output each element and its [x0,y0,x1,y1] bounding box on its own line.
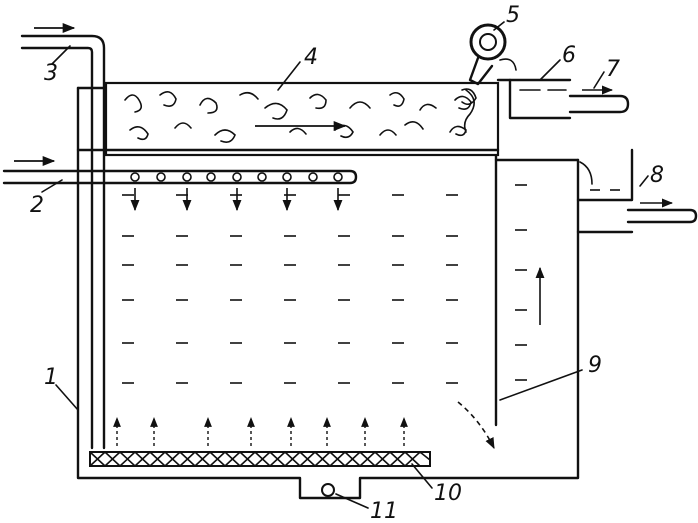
distribution-pipe-2 [2,155,358,212]
outlet-pipe-7 [568,85,630,114]
flow-arrows [457,266,545,450]
label-5: 5 [506,3,520,28]
label-3: 3 [44,61,58,86]
inlet-pipe-3 [20,22,106,450]
label-10: 10 [434,481,462,506]
label-9: 9 [588,353,602,378]
label-leaders [41,21,649,509]
label-2: 2 [30,193,44,218]
scraper-5 [463,23,517,133]
foam-trough-6 [496,78,572,120]
label-7: 7 [606,57,620,82]
label-4: 4 [304,45,318,70]
tank-body [76,86,634,500]
drain-11 [321,483,335,497]
label-1: 1 [44,365,58,390]
water-dashes [122,184,620,384]
label-8: 8 [650,163,664,188]
label-6: 6 [562,43,576,68]
aerator-10 [89,417,431,468]
label-11: 11 [370,499,398,523]
outlet-pipe-8 [579,161,698,224]
foam-layer [76,81,500,157]
